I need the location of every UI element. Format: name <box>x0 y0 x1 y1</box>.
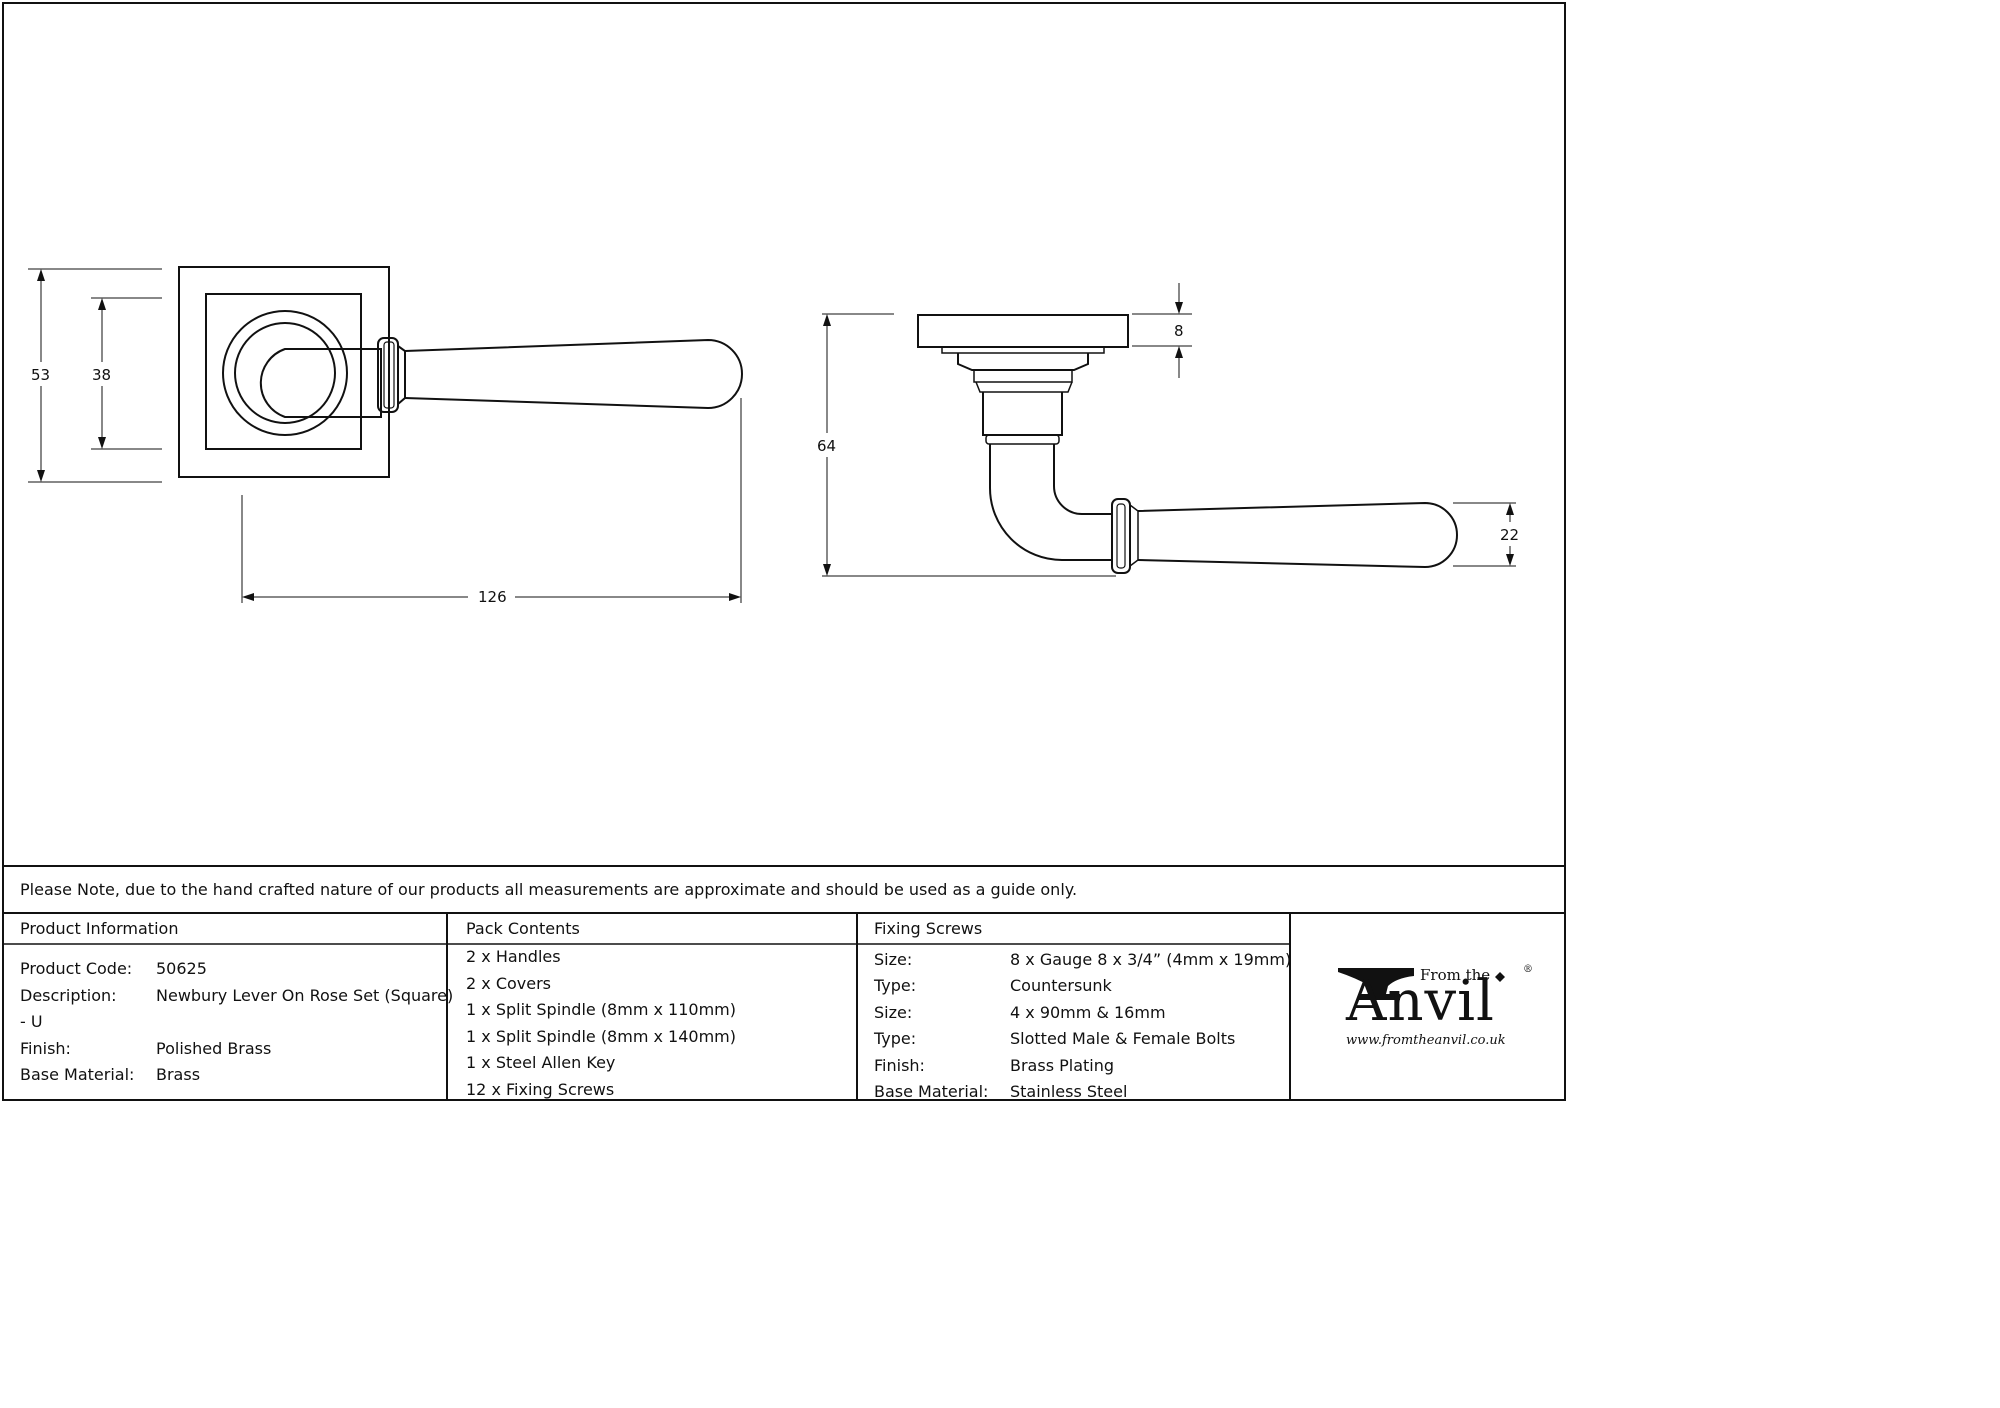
description-label: Description: <box>20 986 117 1005</box>
square-rose-outer <box>178 266 390 478</box>
screw-label: Size: <box>874 1003 913 1022</box>
dim-label-projection: 64 <box>817 437 837 455</box>
product-code-value: 50625 <box>156 959 207 978</box>
dim-label-height-inner: 38 <box>92 366 112 384</box>
anvil-icon <box>1338 968 1505 1000</box>
rose-side-plate <box>917 314 1129 348</box>
lever-arm <box>404 338 743 410</box>
screw-value: 8 x Gauge 8 x 3/4” (4mm x 19mm) <box>1010 950 1292 969</box>
screw-value: Countersunk <box>1010 976 1112 995</box>
dim-label-height-outer: 53 <box>31 366 51 384</box>
dim-label-length: 126 <box>478 588 507 606</box>
logo-name: Anvil <box>1346 969 1495 1034</box>
screw-label: Size: <box>874 950 913 969</box>
product-info-header: Product Information <box>20 919 179 938</box>
pack-item: 2 x Handles <box>466 947 561 966</box>
logo-registered: ® <box>1523 964 1533 975</box>
pack-item: 1 x Split Spindle (8mm x 140mm) <box>466 1027 736 1046</box>
screw-value: Slotted Male & Female Bolts <box>1010 1029 1236 1048</box>
base-material-value: Brass <box>156 1065 201 1084</box>
dimension-lines <box>28 268 1516 603</box>
logo-url: www.fromtheanvil.co.uk <box>1346 1033 1506 1048</box>
front-view <box>178 266 743 478</box>
dim-label-rose-thickness: 8 <box>1174 322 1184 340</box>
rose-ring-outer <box>222 310 348 436</box>
base-material-label: Base Material: <box>20 1065 135 1084</box>
lever-neck <box>259 348 382 418</box>
finish-label: Finish: <box>20 1039 71 1058</box>
rose-ring-inner <box>234 322 336 424</box>
side-view <box>917 314 1458 574</box>
fixing-screws-header: Fixing Screws <box>874 919 983 938</box>
pack-item: 1 x Steel Allen Key <box>466 1053 616 1072</box>
finish-value: Polished Brass <box>156 1039 272 1058</box>
lever-collar <box>377 337 399 413</box>
page-border <box>2 2 1566 1101</box>
rose-neck <box>982 392 1063 436</box>
lever-collar-flare <box>397 345 406 405</box>
pack-item: 2 x Covers <box>466 974 552 993</box>
screw-label: Type: <box>874 976 917 995</box>
dim-label-lever-diameter: 22 <box>1500 526 1520 544</box>
square-rose-inner <box>205 293 362 450</box>
pack-item: 12 x Fixing Screws <box>466 1080 615 1099</box>
screw-value: Stainless Steel <box>1010 1082 1128 1101</box>
description-value-continued: - U <box>20 1012 43 1031</box>
pack-contents-header: Pack Contents <box>466 919 580 938</box>
logo-from-the: From the <box>1420 966 1491 984</box>
dimension-arrowheads <box>37 269 1514 601</box>
screw-label: Finish: <box>874 1056 925 1075</box>
measurement-note: Please Note, due to the hand crafted nat… <box>20 880 1078 899</box>
screw-label: Base Material: <box>874 1082 989 1101</box>
pack-item: 1 x Split Spindle (8mm x 110mm) <box>466 1000 736 1019</box>
elbow-outer <box>989 444 1112 561</box>
product-code-label: Product Code: <box>20 959 133 978</box>
side-lever-arm <box>1137 501 1458 569</box>
rose-step <box>957 353 1089 371</box>
elbow-inner <box>1053 444 1112 515</box>
screw-value: 4 x 90mm & 16mm <box>1010 1003 1166 1022</box>
description-value: Newbury Lever On Rose Set (Square) <box>156 986 454 1005</box>
technical-drawing <box>2 2 1566 1101</box>
drawing-sheet: 53 38 126 64 8 22 Please Note, due to th… <box>2 2 1566 1101</box>
screw-label: Type: <box>874 1029 917 1048</box>
side-collar <box>1111 498 1131 574</box>
screw-value: Brass Plating <box>1010 1056 1115 1075</box>
from-the-anvil-logo: From the ® Anvil www.fromtheanvil.co.uk <box>1296 920 1560 1090</box>
